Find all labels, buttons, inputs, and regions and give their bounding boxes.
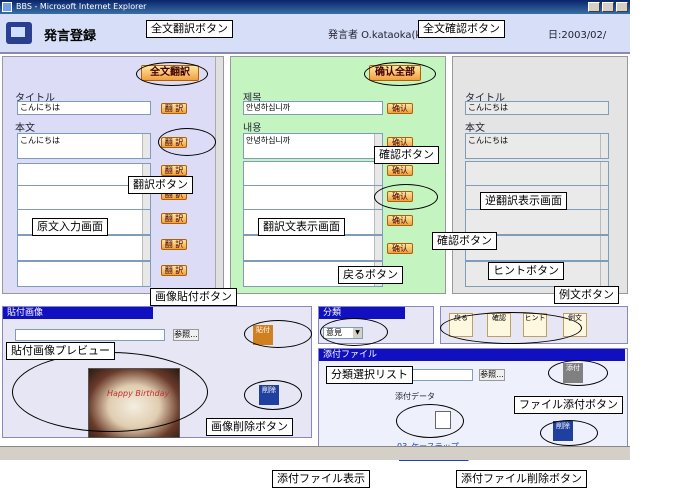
highlight-translate	[158, 128, 216, 156]
body-input-5[interactable]	[17, 235, 151, 261]
highlight-translate-all	[136, 62, 208, 86]
highlight-file-delete	[540, 420, 598, 446]
callout-example: 例文ボタン	[554, 286, 619, 304]
translate-button-4[interactable]: 翻 訳	[161, 213, 187, 224]
scrollbar[interactable]	[600, 262, 608, 286]
back-translated-body-2	[465, 161, 609, 187]
attached-image-header: 貼付画像	[3, 307, 153, 319]
translate-button-6[interactable]: 翻 訳	[161, 265, 187, 276]
highlight-confirm-all	[364, 62, 436, 86]
confirm-button-2[interactable]: 确认	[387, 165, 413, 176]
body-input-1[interactable]: こんにちは	[17, 133, 151, 159]
scrollbar[interactable]	[600, 210, 608, 234]
callout-file-delete: 添付ファイル削除ボタン	[456, 470, 587, 488]
highlight-tools	[440, 312, 582, 344]
highlight-file-display	[396, 404, 464, 438]
scrollbar[interactable]	[600, 186, 608, 210]
body-label: 本文	[465, 123, 485, 134]
translated-body-2[interactable]	[243, 161, 383, 187]
title-input[interactable]: こんにちは	[17, 101, 151, 115]
page-title: 発言登録	[44, 29, 97, 44]
callout-image-preview: 貼付画像プレビュー	[6, 342, 115, 360]
scrollbar[interactable]	[374, 236, 382, 260]
translate-button-2[interactable]: 翻 訳	[161, 165, 187, 176]
scrollbar[interactable]	[600, 134, 608, 158]
callout-back: 戻るボタン	[338, 266, 403, 284]
translate-title-button[interactable]: 翻 訳	[161, 103, 187, 114]
window-titlebar: BBS - Microsoft Internet Explorer	[0, 0, 630, 14]
confirm-button-5[interactable]: 确认	[387, 243, 413, 254]
scrollbar[interactable]	[142, 236, 150, 260]
scrollbar[interactable]	[142, 186, 150, 210]
scrollbar[interactable]	[374, 210, 382, 234]
callout-confirm2: 確認ボタン	[432, 232, 497, 250]
callout-back-translation: 逆翻訳表示画面	[480, 192, 567, 210]
back-translated-body-text: こんにちは	[468, 136, 508, 145]
left-panel-scrollbar[interactable]	[215, 57, 223, 293]
highlight-file-attach	[548, 360, 608, 386]
translated-body-3[interactable]	[243, 185, 383, 211]
highlight-confirm	[374, 184, 438, 210]
translated-body-5[interactable]	[243, 235, 383, 261]
date-info: 日:2003/02/	[548, 30, 607, 41]
highlight-image-preview	[12, 352, 208, 432]
source-input-panel: 全文翻訳 タイトル こんにちは 翻 訳 本文 こんにちは 翻 訳 翻 訳 翻 訳…	[2, 56, 224, 294]
attached-file-header: 添付ファイル	[319, 349, 625, 361]
scrollbar[interactable]	[142, 262, 150, 286]
title-label: 제목	[243, 93, 262, 104]
body-input-6[interactable]	[17, 261, 151, 287]
title-label: タイトル	[465, 93, 505, 104]
callout-file-display: 添付ファイル表示	[272, 470, 370, 488]
image-browse-button[interactable]: 参照...	[173, 329, 199, 341]
callout-translate: 翻訳ボタン	[128, 176, 193, 194]
confirm-button-4[interactable]: 确认	[387, 215, 413, 226]
callout-source-input: 原文入力画面	[32, 218, 108, 236]
highlight-category	[320, 318, 388, 346]
app-icon	[6, 22, 32, 44]
callout-confirm-all: 全文確認ボタン	[418, 20, 505, 38]
minimize-button[interactable]	[588, 2, 600, 12]
category-header: 分類	[319, 307, 405, 319]
callout-confirm: 確認ボタン	[374, 146, 439, 164]
highlight-image-delete	[244, 380, 302, 410]
back-translated-title: こんにちは	[465, 101, 609, 115]
window-title: BBS - Microsoft Internet Explorer	[16, 2, 147, 11]
callout-category-list: 分類選択リスト	[326, 366, 413, 384]
body-label: 내용	[243, 123, 262, 134]
body-input-text: こんにちは	[20, 136, 60, 145]
title-label: タイトル	[15, 93, 55, 104]
translation-display-panel: 确认全部 제목 안녕하십니까 确认 내용 안녕하십니까 确认 确认 确认 确认 …	[230, 56, 446, 294]
scrollbar[interactable]	[600, 162, 608, 186]
callout-translate-all: 全文翻訳ボタン	[146, 20, 233, 38]
translated-body-text: 안녕하십니까	[246, 136, 291, 145]
back-translated-body-4	[465, 209, 609, 235]
back-translated-body-1: こんにちは	[465, 133, 609, 159]
scrollbar[interactable]	[374, 162, 382, 186]
translated-title[interactable]: 안녕하십니까	[243, 101, 383, 115]
close-button[interactable]	[616, 2, 628, 12]
back-translation-panel: タイトル こんにちは 本文 こんにちは	[452, 56, 628, 294]
callout-image-delete: 画像削除ボタン	[206, 418, 293, 436]
attached-data-label: 添付データ	[395, 392, 435, 401]
highlight-image-attach	[244, 320, 312, 348]
status-bar	[0, 446, 630, 460]
callout-image-attach: 画像貼付ボタン	[150, 288, 237, 306]
callout-file-attach: ファイル添付ボタン	[514, 396, 623, 414]
confirm-title-button[interactable]: 确认	[387, 103, 413, 114]
callout-translation-display: 翻訳文表示画面	[258, 218, 345, 236]
maximize-button[interactable]	[602, 2, 614, 12]
file-browse-button[interactable]: 参照...	[479, 369, 505, 381]
translate-button-5[interactable]: 翻 訳	[161, 239, 187, 250]
scrollbar[interactable]	[142, 210, 150, 234]
translated-body-1[interactable]: 안녕하십니까	[243, 133, 383, 159]
speaker-info: 発言者 O.kataoka(k	[328, 30, 422, 41]
scrollbar[interactable]	[600, 236, 608, 260]
callout-hint: ヒントボタン	[488, 262, 564, 280]
body-label: 本文	[15, 123, 35, 134]
ie-icon	[2, 2, 12, 12]
scrollbar[interactable]	[142, 134, 150, 158]
image-path-input[interactable]	[15, 329, 165, 341]
page-header: 発言登録 発言者 O.kataoka(k 日:2003/02/	[0, 14, 630, 54]
